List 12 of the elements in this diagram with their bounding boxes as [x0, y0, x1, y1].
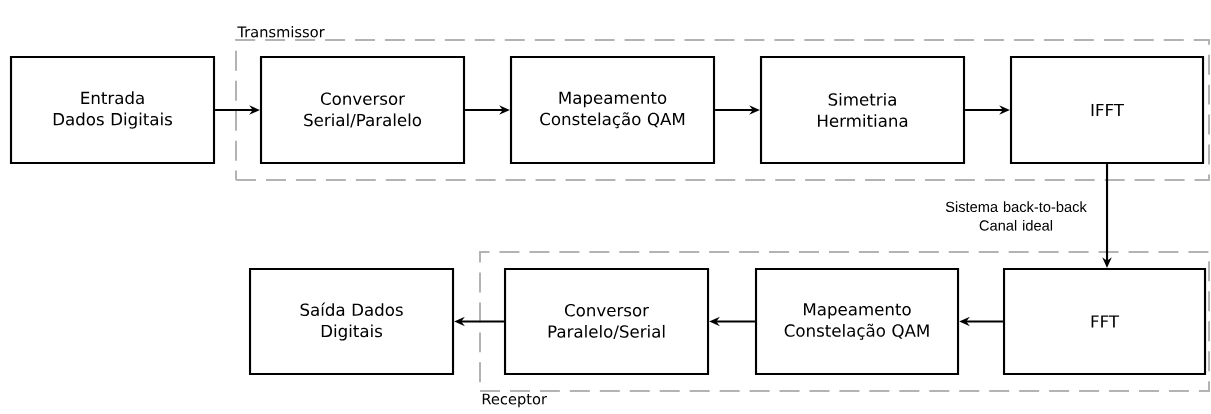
process-box: IFFT — [1009, 55, 1205, 165]
process-box: Simetria Hermitiana — [759, 55, 966, 165]
node-label: Transmissor — [237, 26, 325, 38]
process-box: Mapeamento Constelação QAM — [754, 267, 960, 376]
process-box: FFT — [1002, 267, 1207, 376]
edge-label: Sistema back-to-back Canal ideal — [945, 201, 1087, 231]
process-box: Mapeamento Constelação QAM — [509, 55, 716, 165]
process-box: Conversor Serial/Paralelo — [259, 55, 466, 165]
process-box: Saída Dados Digitais — [248, 267, 455, 376]
process-box: Conversor Paralelo/Serial — [503, 267, 710, 376]
node-label: Receptor — [482, 393, 547, 408]
process-box: Entrada Dados Digitais — [9, 55, 216, 165]
